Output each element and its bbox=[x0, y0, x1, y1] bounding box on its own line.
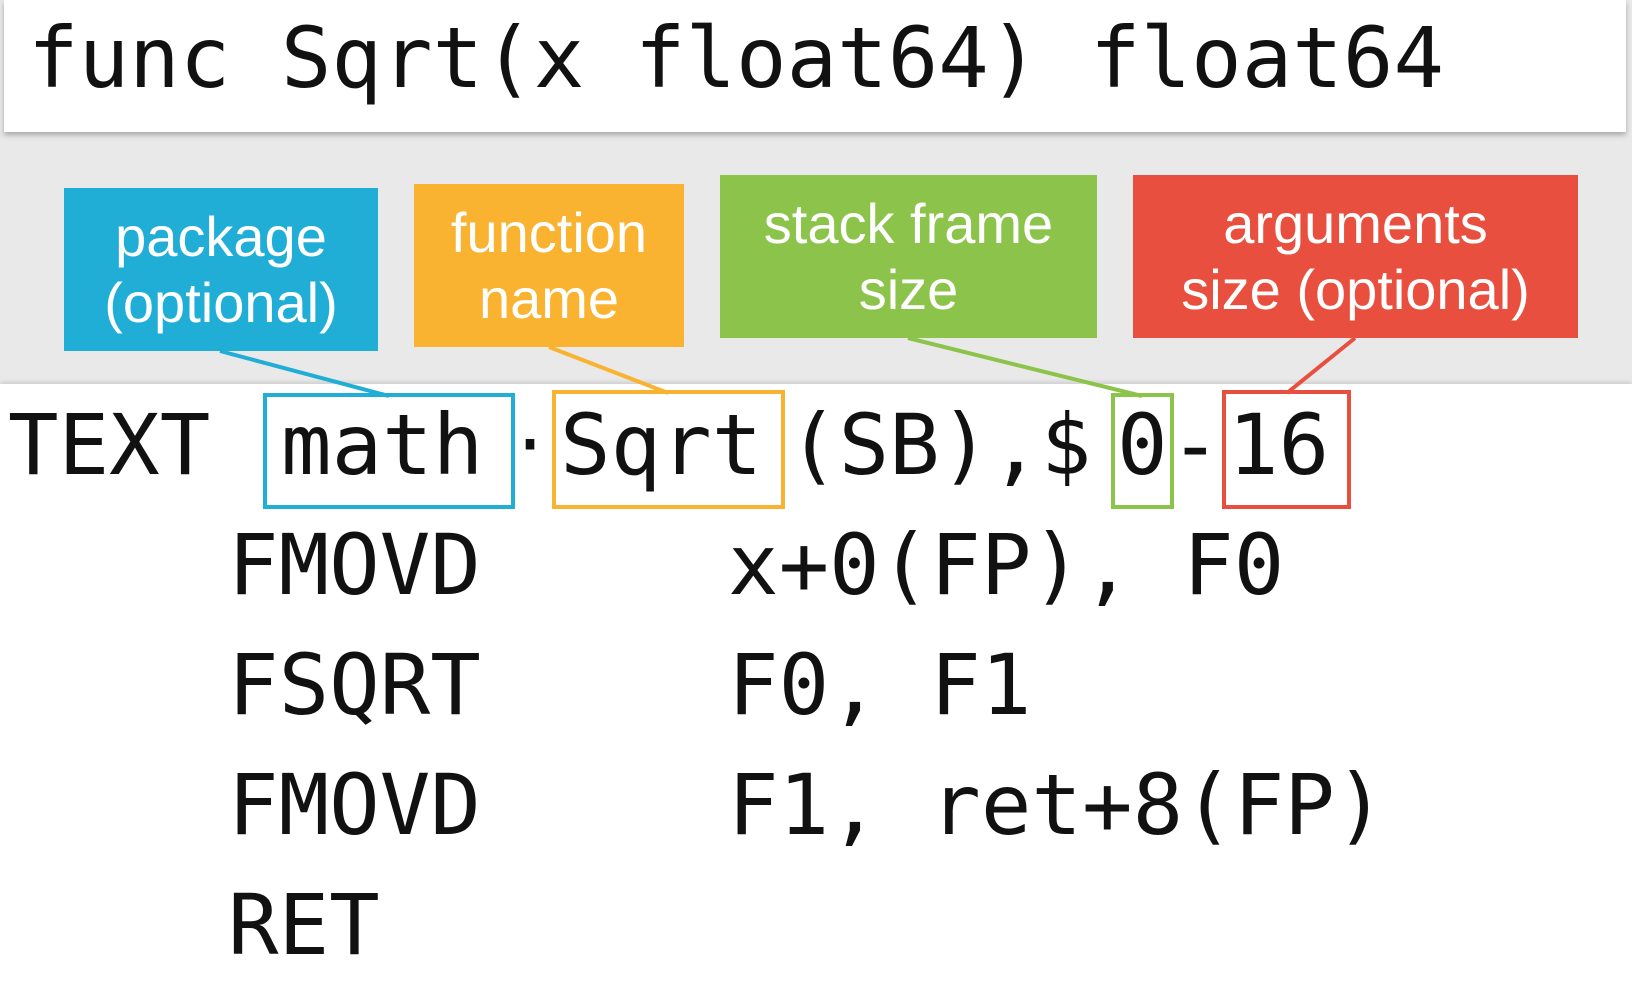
callout-function-line2: name bbox=[478, 266, 620, 330]
callout-function-line1: function bbox=[450, 200, 648, 264]
package-connector bbox=[219, 349, 390, 398]
function-highlight-box bbox=[552, 390, 785, 509]
frame-highlight-box bbox=[1111, 393, 1174, 509]
package-name: math bbox=[281, 396, 484, 494]
instruction-op-4: RET bbox=[228, 876, 380, 974]
callout-package: package (optional) bbox=[64, 188, 378, 351]
frame-size-value: 0 bbox=[1117, 396, 1168, 494]
instruction-op-1: FMOVD bbox=[228, 516, 481, 614]
assembly-code-panel bbox=[0, 384, 1632, 986]
callout-package-line2: (optional) bbox=[104, 270, 338, 334]
args-connector bbox=[1285, 336, 1357, 395]
dash: - bbox=[1170, 396, 1221, 494]
instruction-operands-3: F1, ret+8(FP) bbox=[728, 756, 1386, 854]
callout-arguments-size: arguments size (optional) bbox=[1133, 175, 1578, 338]
text-keyword: TEXT bbox=[8, 396, 211, 494]
callout-args-line2: size (optional) bbox=[1181, 257, 1530, 321]
function-connector bbox=[548, 345, 669, 395]
instruction-op-2: FSQRT bbox=[228, 636, 481, 734]
function-name: Sqrt bbox=[560, 396, 763, 494]
signature-panel: func Sqrt(x float64) float64 bbox=[4, 0, 1626, 132]
instruction-op-3: FMOVD bbox=[228, 756, 481, 854]
callout-function-name: function name bbox=[414, 184, 684, 347]
args-size-value: 16 bbox=[1228, 396, 1330, 494]
callout-stack-frame-size: stack frame size bbox=[720, 175, 1097, 338]
callout-frame-line2: size bbox=[858, 257, 959, 321]
callout-frame-line1: stack frame bbox=[763, 191, 1054, 255]
callout-args-line1: arguments bbox=[1223, 191, 1488, 255]
sb-segment: (SB),$ bbox=[788, 396, 1092, 494]
instruction-operands-2: F0, F1 bbox=[728, 636, 1032, 734]
middle-dot: · bbox=[509, 404, 552, 486]
frame-connector bbox=[907, 336, 1143, 398]
instruction-operands-1: x+0(FP), F0 bbox=[728, 516, 1285, 614]
callout-package-line1: package bbox=[115, 204, 327, 268]
function-signature: func Sqrt(x float64) float64 bbox=[28, 9, 1445, 107]
